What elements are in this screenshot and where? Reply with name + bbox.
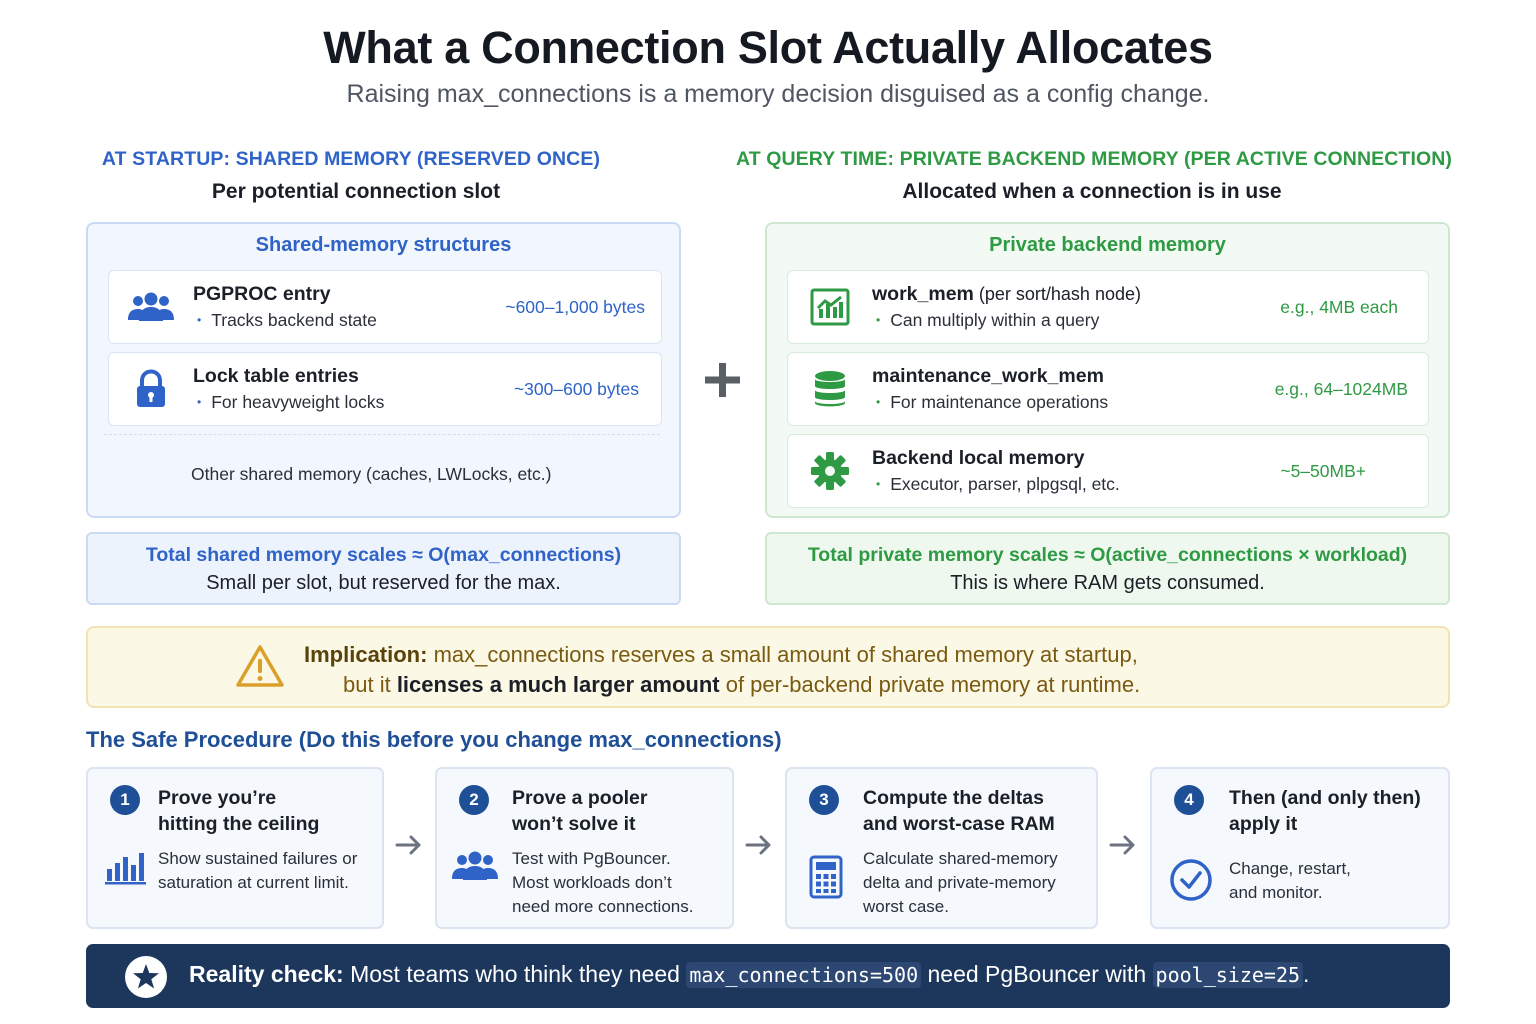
pgproc-bullet: Tracks backend state xyxy=(193,310,505,331)
arrow-right-icon xyxy=(1108,830,1138,860)
work-mem-bullet: Can multiply within a query xyxy=(872,310,1280,331)
dashed-divider xyxy=(104,434,660,435)
lock-table-value: ~300–600 bytes xyxy=(513,378,639,399)
private-column-heading: AT QUERY TIME: PRIVATE BACKEND MEMORY (P… xyxy=(735,148,1453,170)
bar-chart-icon xyxy=(104,851,146,890)
plus-icon xyxy=(700,352,745,408)
reality-check-banner: Reality check: Most teams who think they… xyxy=(86,944,1450,1008)
gear-icon xyxy=(788,451,872,491)
implication-emphasis: licenses a much larger amount xyxy=(396,672,720,697)
page-title: What a Connection Slot Actually Allocate… xyxy=(323,22,1213,73)
arrow-right-icon xyxy=(394,830,424,860)
pgproc-name: PGPROC entry xyxy=(193,283,331,305)
warning-icon xyxy=(234,643,286,694)
users-icon xyxy=(109,290,193,324)
work-mem-name: work_mem xyxy=(872,283,974,305)
private-total-note: This is where RAM gets consumed. xyxy=(950,572,1265,594)
other-shared-memory: Other shared memory (caches, LWLocks, et… xyxy=(191,464,552,484)
step-description: Change, restart,and monitor. xyxy=(1229,859,1351,902)
step-number: 2 xyxy=(459,785,489,815)
page-subtitle: Raising max_connections is a memory deci… xyxy=(346,80,1210,108)
shared-column-subheading: Per potential connection slot xyxy=(211,180,501,203)
work-mem-value: e.g., 4MB each xyxy=(1280,296,1398,317)
private-total-formula: Total private memory scales ≈ O(active_c… xyxy=(807,544,1408,566)
private-memory-panel: Private backend memory work_mem (per sor… xyxy=(765,222,1450,518)
shared-total-note: Small per slot, but reserved for the max… xyxy=(206,572,561,594)
private-total-box: Total private memory scales ≈ O(active_c… xyxy=(765,532,1450,605)
maintenance-work-mem-name: maintenance_work_mem xyxy=(872,365,1104,387)
procedure-step-4: 4 Then (and only then)apply it Change, r… xyxy=(1150,767,1450,929)
reality-check-text: Reality check: Most teams who think they… xyxy=(189,961,1310,988)
users-icon xyxy=(451,849,499,888)
implication-line-2: but it licenses a much larger amount of … xyxy=(343,672,1141,697)
backend-local-memory-value: ~5–50MB+ xyxy=(1280,460,1366,481)
step-title: Then (and only then)apply it xyxy=(1229,787,1421,835)
shared-panel-title: Shared-memory structures xyxy=(255,234,512,256)
lock-table-item: Lock table entries For heavyweight locks… xyxy=(108,352,662,426)
private-column-subheading: Allocated when a connection is in use xyxy=(902,180,1282,203)
check-circle-icon xyxy=(1169,858,1213,907)
arrow-right-icon xyxy=(744,830,774,860)
work-mem-name-suffix: (per sort/hash node) xyxy=(973,284,1141,304)
implication-banner: Implication: max_connections reserves a … xyxy=(86,626,1450,708)
step-number: 3 xyxy=(809,785,839,815)
step-number: 1 xyxy=(110,785,140,815)
chart-icon xyxy=(788,288,872,326)
step-number: 4 xyxy=(1174,785,1204,815)
implication-label: Implication: xyxy=(304,642,428,667)
maintenance-work-mem-bullet: For maintenance operations xyxy=(872,392,1275,413)
procedure-title: The Safe Procedure (Do this before you c… xyxy=(86,727,782,752)
pgproc-value: ~600–1,000 bytes xyxy=(505,296,645,317)
code-max-connections: max_connections=500 xyxy=(686,962,922,988)
shared-total-formula: Total shared memory scales ≈ O(max_conne… xyxy=(145,544,622,566)
database-icon xyxy=(788,369,872,409)
backend-local-memory-name: Backend local memory xyxy=(872,447,1085,469)
implication-line-1: Implication: max_connections reserves a … xyxy=(304,642,1138,667)
lock-table-name: Lock table entries xyxy=(193,365,359,387)
backend-local-memory-bullet: Executor, parser, plpgsql, etc. xyxy=(872,474,1280,495)
lock-icon xyxy=(109,369,193,409)
maintenance-work-mem-item: maintenance_work_mem For maintenance ope… xyxy=(787,352,1429,426)
step-description: Test with PgBouncer.Most workloads don’t… xyxy=(512,849,694,916)
maintenance-work-mem-value: e.g., 64–1024MB xyxy=(1274,378,1408,399)
pgproc-item: PGPROC entry Tracks backend state ~600–1… xyxy=(108,270,662,344)
shared-column-heading: AT STARTUP: SHARED MEMORY (RESERVED ONCE… xyxy=(101,148,601,170)
work-mem-item: work_mem (per sort/hash node) Can multip… xyxy=(787,270,1429,344)
private-panel-title: Private backend memory xyxy=(989,234,1226,256)
lock-table-bullet: For heavyweight locks xyxy=(193,392,514,413)
calculator-icon xyxy=(809,855,843,904)
shared-memory-panel: Shared-memory structures PGPROC entry Tr… xyxy=(86,222,681,518)
backend-local-memory-item: Backend local memory Executor, parser, p… xyxy=(787,434,1429,508)
shared-total-box: Total shared memory scales ≈ O(max_conne… xyxy=(86,532,681,605)
star-icon xyxy=(124,955,168,1004)
code-pool-size: pool_size=25 xyxy=(1152,962,1304,988)
reality-check-label: Reality check: xyxy=(189,961,344,987)
